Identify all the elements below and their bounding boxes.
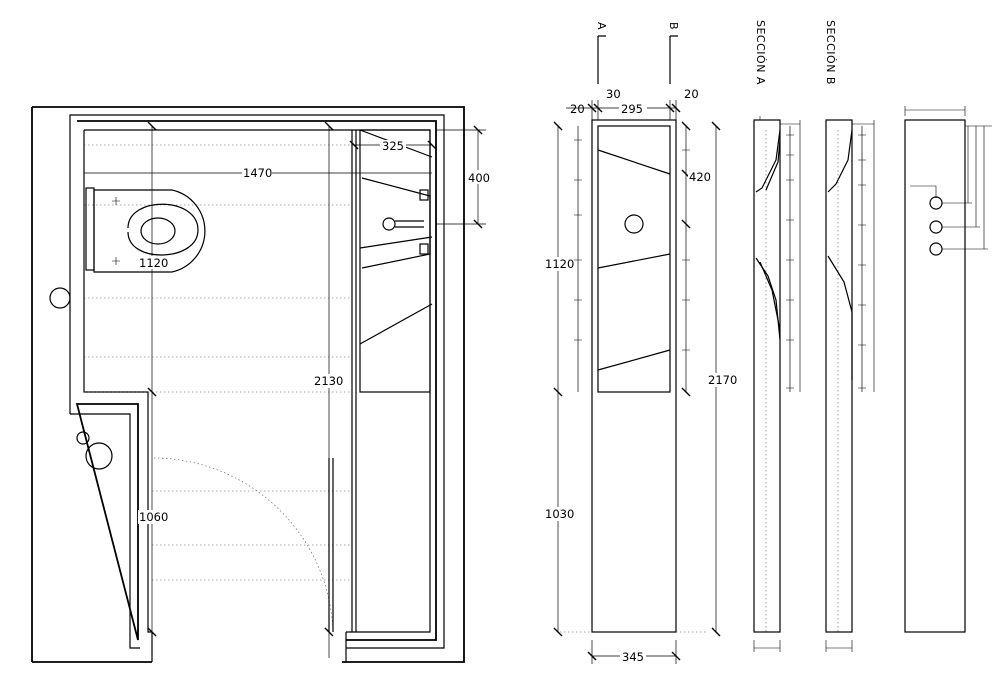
elev-dim-30: 30 [606, 87, 621, 101]
plan-dim-1470: 1470 [243, 166, 272, 180]
plan-dim-325: 325 [382, 139, 404, 153]
toilet-icon [85, 187, 206, 273]
elev-dim-1120: 1120 [545, 257, 574, 271]
elev-dim-345: 345 [622, 650, 644, 664]
elev-dim-420: 420 [689, 170, 711, 184]
floor-plan: 1470 325 400 1120 2130 1060 [31, 106, 492, 663]
section-a: SECCIÓN A [753, 20, 801, 652]
plan-dim-2130: 2130 [314, 374, 343, 388]
elev-dim-295: 295 [621, 102, 643, 116]
drain-large-icon [85, 442, 113, 470]
front-elevation: A B 20 30 [544, 22, 737, 664]
outer-wall [32, 106, 465, 663]
faucet-hole-icon [624, 214, 644, 234]
plan-dim-1060: 1060 [139, 510, 168, 524]
elev-dim-1030: 1030 [545, 507, 574, 521]
elev-dim-20-right: 20 [684, 87, 699, 101]
drain-small-icon [76, 431, 90, 445]
side-hole-3-icon [929, 242, 943, 256]
section-a-title: SECCIÓN A [754, 20, 767, 85]
side-elevation [904, 106, 992, 633]
elev-dim-2170: 2170 [708, 373, 737, 387]
section-marker-a: A [595, 22, 608, 30]
elev-dim-20-left: 20 [570, 102, 585, 116]
side-hole-2-icon [929, 220, 943, 234]
plan-dim-1120: 1120 [139, 256, 168, 270]
section-b-title: SECCIÓN B [824, 20, 837, 85]
drain-icon [49, 287, 71, 309]
section-marker-b: B [667, 22, 680, 30]
faucet-icon [382, 189, 429, 255]
floor-tile-lines [84, 144, 352, 581]
section-b: SECCIÓN B [824, 20, 875, 652]
column-outline [591, 119, 677, 633]
plan-dim-400: 400 [468, 171, 490, 185]
upper-cabinet [597, 125, 671, 393]
inner-wall [75, 120, 437, 641]
side-hole-1-icon [929, 196, 943, 210]
storage-column [359, 129, 431, 393]
